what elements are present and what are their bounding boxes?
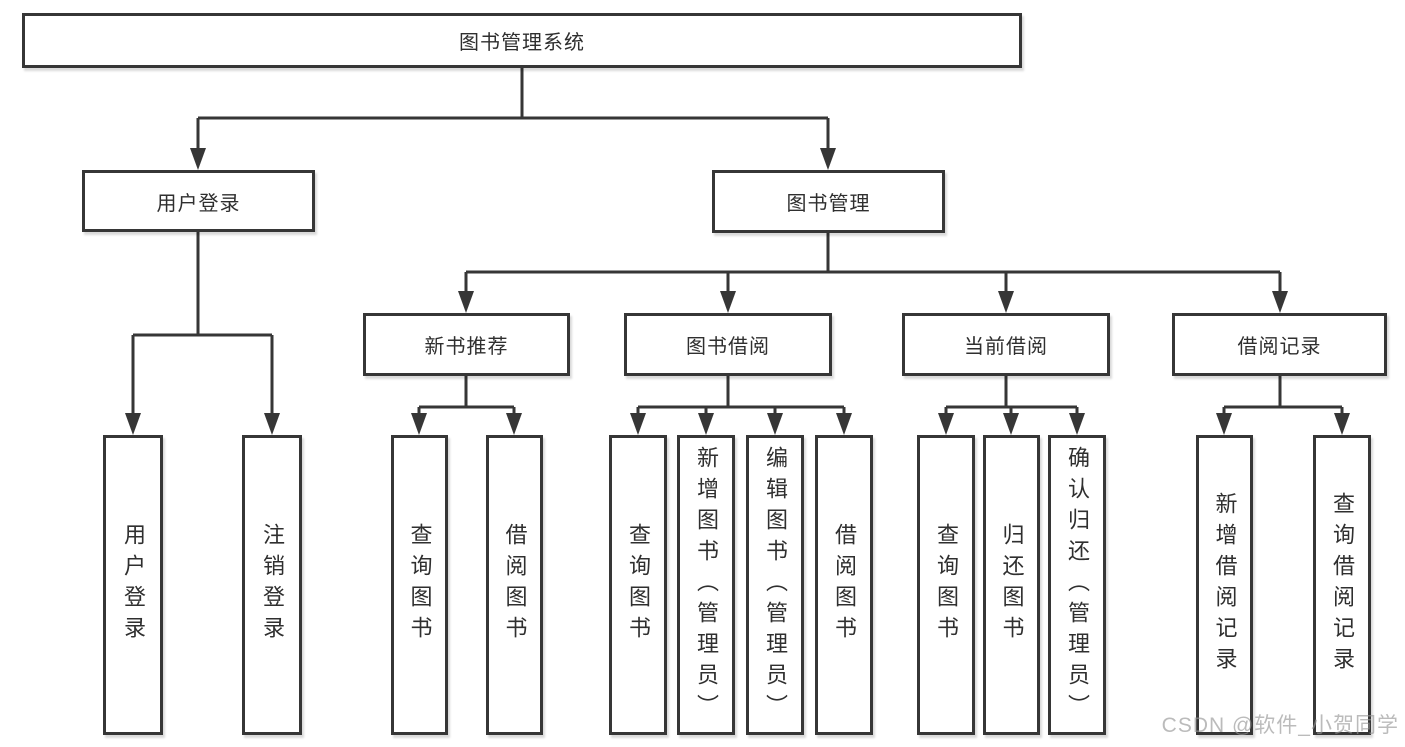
node-book-borrowing: 图书借阅 [624, 313, 832, 376]
leaf-add-borrow-record: 新增借阅记录 [1196, 435, 1253, 735]
leaf-confirm-return-admin-label: 确认归还（管理员） [1065, 445, 1090, 725]
leaf-query-borrow-record: 查询借阅记录 [1313, 435, 1371, 735]
node-book-management: 图书管理 [712, 170, 945, 233]
leaf-query-books-current: 查询图书 [917, 435, 975, 735]
leaf-edit-book-admin: 编辑图书（管理员） [746, 435, 804, 735]
node-user-login: 用户登录 [82, 170, 315, 232]
leaf-return-book: 归还图书 [983, 435, 1040, 735]
leaf-user-login-label: 用户登录 [121, 523, 146, 647]
node-book-management-label: 图书管理 [786, 193, 871, 215]
node-root-label: 图书管理系统 [459, 32, 585, 54]
leaf-borrow-books-recommend-label: 借阅图书 [502, 523, 528, 647]
leaf-query-borrow-record-label: 查询借阅记录 [1330, 492, 1355, 678]
node-current-borrowing-label: 当前借阅 [964, 336, 1048, 358]
leaf-return-book-label: 归还图书 [999, 523, 1025, 647]
leaf-confirm-return-admin: 确认归还（管理员） [1048, 435, 1106, 735]
arrowheads [125, 148, 1350, 435]
node-user-login-label: 用户登录 [156, 192, 241, 215]
leaf-user-login: 用户登录 [103, 435, 163, 735]
leaf-query-books-borrowing-label: 查询图书 [626, 523, 651, 647]
leaf-query-books-recommend: 查询图书 [391, 435, 448, 735]
node-new-book-recommend-label: 新书推荐 [424, 336, 509, 358]
leaf-add-book-admin-label: 新增图书（管理员） [694, 445, 719, 725]
leaf-add-borrow-record-label: 新增借阅记录 [1212, 492, 1238, 678]
leaf-query-books-current-label: 查询图书 [934, 523, 959, 647]
leaf-borrow-books-borrowing-label: 借阅图书 [832, 523, 857, 647]
leaf-add-book-admin: 新增图书（管理员） [677, 435, 735, 735]
leaf-query-books-recommend-label: 查询图书 [407, 523, 433, 647]
leaf-query-books-borrowing: 查询图书 [609, 435, 667, 735]
leaf-borrow-books-borrowing: 借阅图书 [815, 435, 873, 735]
leaf-borrow-books-recommend: 借阅图书 [486, 435, 543, 735]
node-book-borrowing-label: 图书借阅 [686, 336, 770, 358]
node-borrowing-records: 借阅记录 [1172, 313, 1387, 376]
node-current-borrowing: 当前借阅 [902, 313, 1110, 376]
leaf-logout-label: 注销登录 [260, 523, 285, 647]
node-new-book-recommend: 新书推荐 [363, 313, 570, 376]
node-borrowing-records-label: 借阅记录 [1237, 336, 1322, 358]
leaf-edit-book-admin-label: 编辑图书（管理员） [763, 445, 788, 725]
leaf-logout: 注销登录 [242, 435, 302, 735]
node-root: 图书管理系统 [22, 13, 1022, 68]
